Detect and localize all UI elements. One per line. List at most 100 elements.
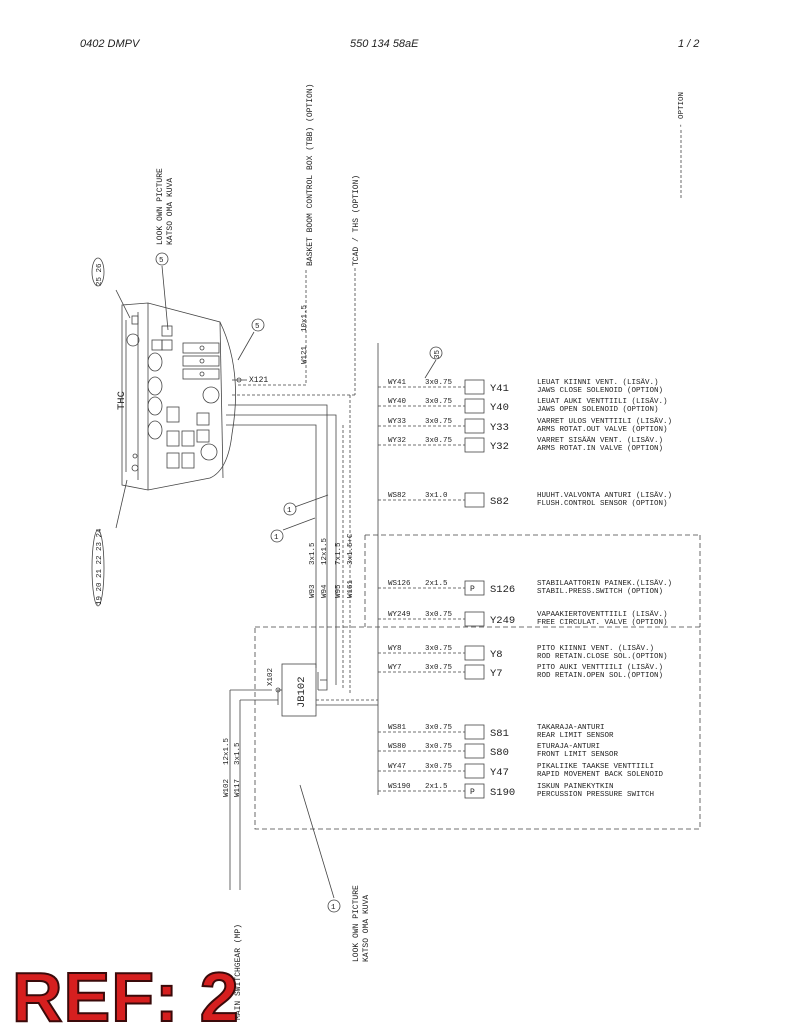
wire-spec: 3x1.0 — [425, 492, 448, 500]
description-fi: STABILAATTORIN PAINEK.(LISÄV.) — [537, 579, 672, 588]
bubble-1-upper-label: 1 — [287, 507, 292, 515]
cable-w102-spec: 12x1.5 — [223, 737, 231, 765]
component-box — [464, 398, 485, 414]
bubble-1-lower-label: 1 — [274, 534, 279, 542]
cable-w93-id: W93 — [309, 584, 317, 598]
wire-id: WS190 — [388, 783, 411, 791]
description-fi: TAKARAJA-ANTURI — [537, 724, 605, 732]
component-box — [464, 645, 485, 661]
component-box — [464, 763, 485, 779]
component-code: S126 — [490, 584, 515, 596]
cable-w117-id: W117 — [234, 779, 242, 797]
component-row: WS126 2x1.5P S126 STABILAATTORIN PAINEK.(LI… — [378, 579, 672, 596]
bubble-25-26 — [91, 257, 105, 287]
bubble-5-right-label: 5 — [255, 323, 260, 331]
component-box — [464, 437, 485, 453]
pressure-symbol: P — [470, 788, 475, 797]
component-box — [464, 724, 485, 740]
description-en: FRONT LIMIT SENSOR — [537, 751, 619, 759]
component-code: Y7 — [490, 668, 503, 680]
look-own-picture-bottom: LOOK OWN PICTURE — [352, 885, 361, 962]
look-own-picture-top: LOOK OWN PICTURE — [156, 168, 165, 245]
bubble-19-24-label: 19 20 21 22 23 24 — [96, 528, 104, 605]
wire-id: WS80 — [388, 743, 407, 751]
wire-id: WY47 — [388, 763, 406, 771]
bubble-25-26-label: 25 26 — [96, 263, 104, 286]
wire-spec: 3x0.75 — [425, 743, 453, 751]
component-box — [464, 664, 485, 680]
wire-spec: 3x0.75 — [425, 724, 453, 732]
component-code: Y40 — [490, 402, 509, 414]
cable-w121-id: W121 — [301, 345, 309, 364]
main-switchgear-label: MAIN SWITCHGEAR (MP) — [234, 924, 243, 1020]
component-box — [464, 379, 485, 395]
bubble-19-24 — [91, 529, 105, 607]
component-code: Y32 — [490, 441, 509, 453]
description-en: REAR LIMIT SENSOR — [537, 732, 614, 740]
cable-w161-spec: 3x1.5+C — [347, 533, 355, 565]
description-en: ROD RETAIN.CLOSE SOL.(OPTION) — [537, 653, 668, 661]
description-fi: PIKALIIKE TAAKSE VENTTIILI — [537, 763, 654, 771]
reference-stamp: REF: 2 — [11, 958, 240, 1034]
cable-w117-spec: 3x1.5 — [234, 742, 242, 765]
component-code: S81 — [490, 728, 509, 740]
component-code: S82 — [490, 496, 509, 508]
cable-w93-spec: 3x1.5 — [309, 542, 317, 565]
description-en: ROD RETAIN.OPEN SOL.(OPTION) — [537, 672, 663, 680]
component-code: Y33 — [490, 422, 509, 434]
tbb-label: BASKET BOOM CONTROL BOX (TBB) (OPTION) — [306, 84, 315, 266]
bubble-5-top — [155, 252, 169, 266]
wire-spec: 2x1.5 — [425, 580, 448, 588]
component-code: Y41 — [490, 383, 509, 395]
description-fi: PITO KIINNI VENT. (LISÄV.) — [537, 644, 654, 653]
description-fi: HUUHT.VALVONTA ANTURI (LISÄV.) — [537, 491, 672, 500]
wire-spec: 3x0.75 — [425, 398, 453, 406]
wire-id: WY249 — [388, 611, 411, 619]
description-fi: LEUAT AUKI VENTTIILI (LISÄV.) — [537, 397, 668, 406]
wire-spec: 3x0.75 — [425, 611, 453, 619]
wire-id: WS126 — [388, 580, 411, 588]
bubble-1-upper — [283, 502, 297, 516]
cable-w121-spec: 10x1.5 — [301, 304, 309, 332]
wire-id: WS81 — [388, 724, 407, 732]
bubble-1-bottom-label: 1 — [331, 904, 336, 912]
component-code: S190 — [490, 787, 515, 799]
cable-w94-spec: 12x1.5 — [321, 537, 329, 565]
description-fi: LEUAT KIINNI VENT. (LISÄV.) — [537, 378, 659, 387]
jb102-label: JB102 — [296, 676, 308, 708]
description-fi: VARRET SISÄÄN VENT. (LISÄV.) — [537, 436, 663, 445]
bubble-1-bottom — [327, 899, 341, 913]
cable-w102-id: W102 — [223, 779, 231, 797]
description-fi: ISKUN PAINEKYTKIN — [537, 783, 614, 791]
component-code: Y249 — [490, 615, 515, 627]
description-en: RAPID MOVEMENT BACK SOLENOID — [537, 771, 664, 779]
component-code: S80 — [490, 747, 509, 759]
sheet-number: 1 / 2 — [678, 38, 700, 50]
component-box — [464, 492, 485, 508]
tcad-label: TCAD / THS (OPTION) — [352, 175, 361, 266]
description-en: ARMS ROTAT.OUT VALVE (OPTION) — [537, 426, 668, 434]
description-en: FLUSH.CONTROL SENSOR (OPTION) — [537, 500, 668, 508]
wire-id: WS82 — [388, 492, 406, 500]
description-en: PERCUSSION PRESSURE SWITCH — [537, 791, 654, 799]
component-box — [464, 580, 485, 596]
katso-oma-kuva-bottom: KATSO OMA KUVA — [362, 895, 371, 962]
wire-id: WY7 — [388, 664, 402, 672]
wire-spec: 3x0.75 — [425, 379, 453, 387]
wire-spec: 3x0.75 — [425, 763, 453, 771]
pressure-symbol: P — [470, 585, 475, 594]
